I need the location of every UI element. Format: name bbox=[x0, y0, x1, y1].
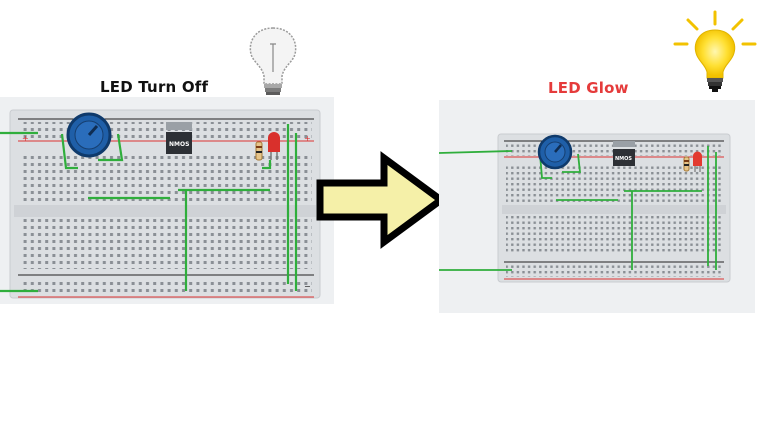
led-icon bbox=[693, 151, 702, 172]
nmos-label-left: NMOS bbox=[169, 141, 189, 148]
svg-text:+: + bbox=[22, 134, 29, 143]
left-panel: + + − NMOS bbox=[0, 97, 334, 304]
potentiometer-icon bbox=[537, 134, 573, 170]
resistor-icon bbox=[255, 141, 263, 161]
svg-text:−: − bbox=[304, 282, 311, 291]
nmos-label-right: NMOS bbox=[615, 156, 632, 162]
lightbulb-on-icon bbox=[673, 10, 757, 92]
lightbulb-off-icon bbox=[249, 27, 297, 95]
resistor-icon bbox=[683, 156, 690, 172]
svg-text:+: + bbox=[304, 134, 311, 143]
right-wires bbox=[438, 146, 717, 271]
right-panel: NMOS bbox=[438, 100, 755, 313]
potentiometer-icon bbox=[66, 112, 112, 158]
left-wires bbox=[0, 124, 298, 293]
nmos-chip: NMOS bbox=[613, 141, 635, 166]
led-icon bbox=[268, 132, 280, 160]
nmos-chip: NMOS bbox=[166, 122, 192, 154]
right-panel-title: LED Glow bbox=[548, 79, 629, 97]
left-panel-title: LED Turn Off bbox=[100, 78, 209, 96]
right-arrow-icon bbox=[316, 151, 447, 249]
